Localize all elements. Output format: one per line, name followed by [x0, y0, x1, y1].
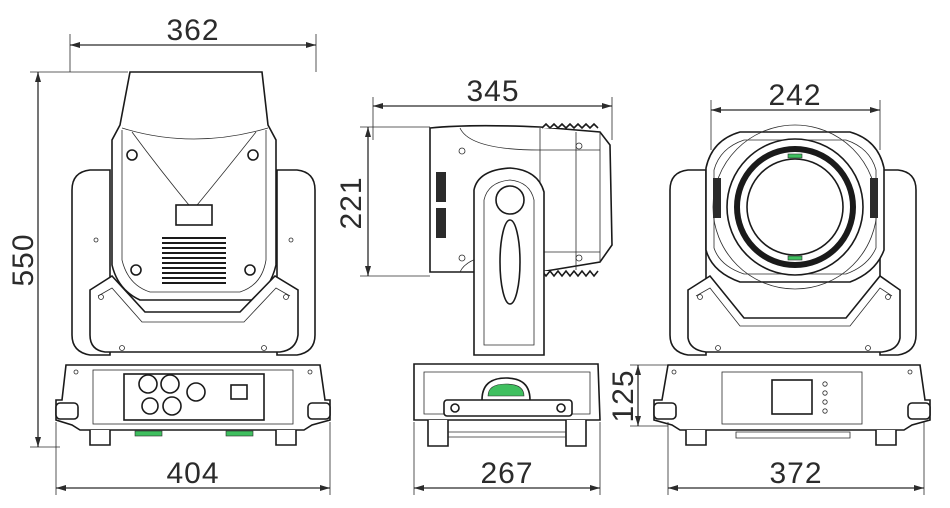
side-view: 345 221	[335, 75, 613, 495]
dim-rear-base-height-label: 125	[607, 369, 640, 422]
front-yoke-lower	[89, 274, 299, 353]
dim-front-height: 550	[7, 71, 128, 448]
rear-base	[653, 364, 931, 446]
front-base	[55, 364, 331, 446]
dim-front-height-label: 550	[7, 233, 40, 286]
rear-side-fins	[713, 178, 878, 218]
front-vent-grille	[162, 237, 226, 284]
front-view: 362 550	[7, 14, 331, 495]
dim-rear-base-width-label: 372	[769, 457, 822, 490]
rear-head	[705, 124, 885, 290]
dim-side-width: 345	[372, 75, 613, 140]
dim-rear-lens-width-label: 242	[768, 79, 821, 112]
dim-side-head-height-label: 221	[335, 176, 368, 229]
dim-front-base-width-label: 404	[166, 457, 219, 490]
rear-view: 242	[607, 79, 931, 495]
dim-front-width-label: 362	[166, 14, 219, 47]
dim-front-width: 362	[69, 14, 317, 72]
dim-rear-base-height: 125	[607, 364, 668, 427]
dim-front-base-width: 404	[55, 422, 331, 495]
dim-side-base-width: 267	[413, 422, 601, 495]
dim-side-head-height: 221	[335, 126, 430, 277]
side-base	[413, 363, 601, 447]
dim-rear-lens-width: 242	[710, 79, 881, 150]
rear-yoke-lower	[687, 274, 901, 353]
side-yoke-arm	[473, 167, 545, 356]
front-head	[111, 71, 277, 301]
side-vent-grille	[436, 172, 446, 238]
dim-rear-base-width: 372	[667, 422, 925, 495]
dim-side-base-width-label: 267	[480, 457, 533, 490]
dim-side-width-label: 345	[466, 75, 519, 108]
